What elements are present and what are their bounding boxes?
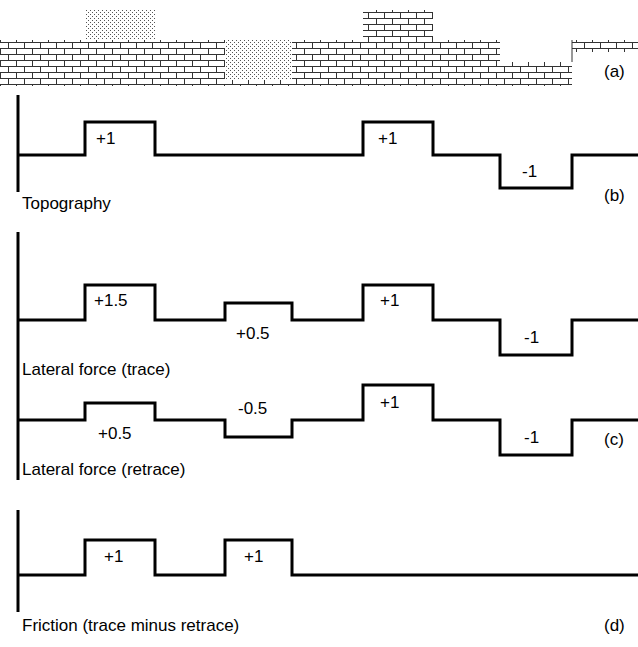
value-label: -0.5: [238, 399, 267, 418]
substrate: [0, 40, 500, 86]
lateral-retrace: [18, 385, 638, 455]
friction-trace: [18, 540, 638, 575]
axis: [17, 510, 20, 612]
axis: [17, 232, 20, 480]
panel-title: Friction (trace minus retrace): [22, 616, 239, 635]
value-label: +1: [380, 393, 399, 412]
high-friction-bump: [85, 10, 155, 40]
value-label: -1: [522, 162, 537, 181]
value-label: -1: [524, 328, 539, 347]
panel-letter: (d): [604, 616, 625, 635]
topographic-bump: [363, 10, 433, 40]
value-label: +1: [244, 547, 263, 566]
panel-letter: (c): [604, 430, 624, 449]
topographic-pit: [500, 62, 572, 86]
panel-title: Lateral force (retrace): [22, 460, 185, 479]
value-label: +1: [380, 291, 399, 310]
panel-letter: (b): [604, 186, 625, 205]
panel-letter: (a): [604, 62, 625, 81]
axis: [17, 95, 20, 192]
high-friction-patch: [225, 40, 292, 80]
lateral-trace: [18, 285, 638, 355]
value-label: +1.5: [94, 291, 128, 310]
value-label: +0.5: [98, 424, 132, 443]
value-label: -1: [524, 428, 539, 447]
value-label: +0.5: [236, 324, 270, 343]
topography-trace: [18, 122, 638, 188]
substrate-edge: [572, 40, 638, 52]
value-label: +1: [96, 129, 115, 148]
value-label: +1: [104, 547, 123, 566]
panel-title: Lateral force (trace): [22, 360, 170, 379]
sample-surface: [0, 10, 638, 86]
value-label: +1: [378, 129, 397, 148]
panel-title: Topography: [22, 194, 111, 213]
